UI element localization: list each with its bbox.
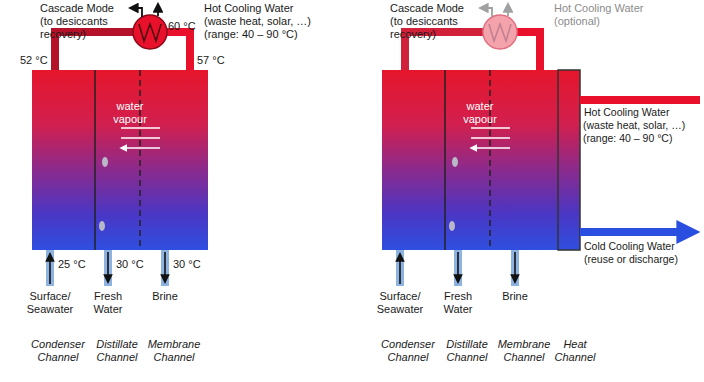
diagram-label: Condenser Channel bbox=[377, 338, 439, 364]
heat-exchanger bbox=[133, 15, 167, 49]
diagram-label: Hot Cooling Water bbox=[554, 2, 643, 15]
cascade-arrow bbox=[480, 8, 492, 17]
flow-label: water vapour bbox=[458, 100, 502, 126]
diagram-label: Surface/ Seawater bbox=[370, 290, 430, 316]
diagram-label: (optional) bbox=[554, 15, 600, 28]
exchanger-coil bbox=[139, 24, 161, 41]
flow-arrow bbox=[107, 252, 109, 282]
vapour-arrows bbox=[121, 128, 160, 148]
diagram-label: 60 °C bbox=[168, 20, 196, 33]
diagram-label: Hot Cooling Water bbox=[584, 106, 669, 119]
diagram-label: Distillate Channel bbox=[438, 338, 496, 364]
diagram-label: (reuse or discharge) bbox=[584, 253, 678, 266]
condenser-wall bbox=[94, 70, 96, 250]
cold-water-pipe bbox=[580, 228, 686, 236]
left-module bbox=[32, 4, 208, 286]
heat-exchanger bbox=[483, 15, 517, 49]
diagram-label: 25 °C bbox=[58, 258, 86, 271]
module-box: water vapour bbox=[382, 70, 558, 250]
diagram-label: Distillate Channel bbox=[88, 338, 146, 364]
diagram-label: Cascade Mode (to desiccants recovery) bbox=[390, 2, 474, 41]
diagram-label: Hot Cooling Water bbox=[204, 2, 293, 15]
droplet bbox=[99, 221, 105, 231]
droplet bbox=[102, 157, 108, 167]
condenser-wall bbox=[444, 70, 446, 250]
membrane bbox=[489, 70, 491, 250]
flow-arrow bbox=[399, 254, 401, 284]
diagram-label: (waste heat, solar, …) (range: 40 – 90 °… bbox=[583, 119, 701, 144]
diagram-label: 57 °C bbox=[197, 54, 225, 67]
vapour-arrows bbox=[471, 128, 510, 148]
diagram-label: 52 °C bbox=[20, 54, 48, 67]
diagram-label: 30 °C bbox=[116, 258, 144, 271]
diagram-label: Membrane Channel bbox=[493, 338, 555, 364]
module-body bbox=[382, 70, 558, 250]
diagram-label: Heat Channel bbox=[551, 338, 599, 364]
heat-channel bbox=[558, 70, 580, 250]
exchanger-coil bbox=[489, 24, 511, 41]
cascade-arrow bbox=[130, 8, 142, 17]
diagram-label: Surface/ Seawater bbox=[20, 290, 80, 316]
inlet-pipe bbox=[46, 250, 54, 286]
diagram-label: Fresh Water bbox=[88, 290, 128, 316]
brine-pipe bbox=[511, 250, 519, 286]
flow-arrow bbox=[457, 252, 459, 282]
module-body bbox=[32, 70, 208, 250]
inlet-pipe bbox=[396, 250, 404, 286]
flow-label: water vapour bbox=[108, 100, 152, 126]
droplet bbox=[449, 221, 455, 231]
diagram-label: Cold Cooling Water bbox=[584, 240, 675, 253]
distillate-pipe bbox=[454, 250, 462, 286]
membrane bbox=[139, 70, 141, 250]
diagram-label: Fresh Water bbox=[438, 290, 478, 316]
right-module bbox=[382, 4, 700, 286]
diagram-label: Brine bbox=[145, 290, 185, 303]
hot-water-arrow bbox=[507, 4, 509, 16]
flow-arrow bbox=[164, 252, 166, 282]
brine-pipe bbox=[161, 250, 169, 286]
diagram-label: Brine bbox=[495, 290, 535, 303]
diagram-label: (waste heat, solar, …) (range: 40 – 90 °… bbox=[204, 15, 336, 41]
flow-arrow bbox=[514, 252, 516, 282]
diagram-label: Membrane Channel bbox=[143, 338, 205, 364]
diagram-label: Condenser Channel bbox=[27, 338, 89, 364]
hot-water-arrow bbox=[157, 4, 159, 16]
distillate-pipe bbox=[104, 250, 112, 286]
hot-water-pipe bbox=[580, 96, 700, 104]
diagram-label: 30 °C bbox=[173, 258, 201, 271]
droplet bbox=[452, 157, 458, 167]
diagram-label: Cascade Mode (to desiccants recovery) bbox=[40, 2, 124, 41]
flow-arrow bbox=[49, 254, 51, 284]
module-box: water vapour bbox=[32, 70, 208, 250]
